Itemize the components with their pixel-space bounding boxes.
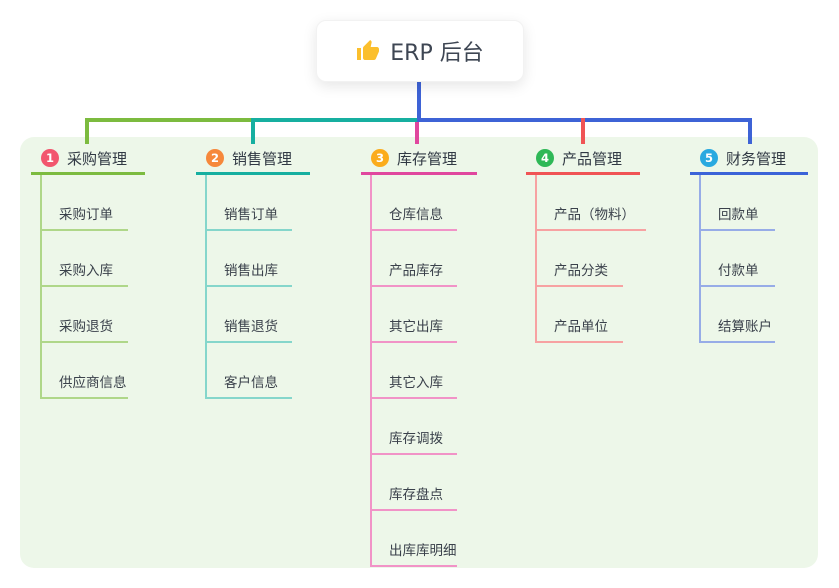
child-node-product-unit[interactable]: 产品单位 bbox=[537, 287, 623, 343]
root-connector-line bbox=[417, 82, 421, 120]
child-node-customer-info[interactable]: 客户信息 bbox=[207, 343, 292, 399]
branch-number-badge: 1 bbox=[41, 149, 59, 167]
child-node-other-inbound[interactable]: 其它入库 bbox=[372, 343, 457, 399]
branch-children-inventory: 仓库信息 产品库存 其它出库 其它入库 库存调拨 库存盘点 出库库明细 bbox=[370, 175, 457, 567]
child-node-receipt-order[interactable]: 回款单 bbox=[701, 175, 775, 231]
child-node-supplier-info[interactable]: 供应商信息 bbox=[42, 343, 128, 399]
branch-number-badge: 2 bbox=[206, 149, 224, 167]
thumbs-up-icon bbox=[357, 40, 380, 60]
child-node-other-outbound[interactable]: 其它出库 bbox=[372, 287, 457, 343]
branch-inventory: 3 库存管理 仓库信息 产品库存 其它出库 其它入库 库存调拨 库存盘点 出库库… bbox=[361, 144, 477, 567]
branch-children-product: 产品（物料） 产品分类 产品单位 bbox=[535, 175, 646, 343]
root-node-erp[interactable]: ERP 后台 bbox=[316, 20, 524, 82]
child-node-stock-count[interactable]: 库存盘点 bbox=[372, 455, 457, 511]
child-node-inout-detail[interactable]: 出库库明细 bbox=[372, 511, 457, 567]
connector-drop-purchase bbox=[85, 118, 89, 144]
branch-purchase: 1 采购管理 采购订单 采购入库 采购退货 供应商信息 bbox=[31, 144, 145, 399]
child-node-warehouse-info[interactable]: 仓库信息 bbox=[372, 175, 457, 231]
branch-title-label: 销售管理 bbox=[232, 149, 293, 168]
branch-title-label: 库存管理 bbox=[397, 149, 458, 168]
branches-panel bbox=[20, 137, 818, 568]
child-node-stock-transfer[interactable]: 库存调拨 bbox=[372, 399, 457, 455]
branch-sales: 2 销售管理 销售订单 销售出库 销售退货 客户信息 bbox=[196, 144, 310, 399]
branch-title-finance[interactable]: 5 财务管理 bbox=[690, 144, 808, 175]
branch-number-badge: 3 bbox=[371, 149, 389, 167]
connector-drop-finance bbox=[748, 118, 752, 144]
branch-title-purchase[interactable]: 1 采购管理 bbox=[31, 144, 145, 175]
child-node-product-category[interactable]: 产品分类 bbox=[537, 231, 623, 287]
branch-children-finance: 回款单 付款单 结算账户 bbox=[699, 175, 775, 343]
child-node-purchase-inbound[interactable]: 采购入库 bbox=[42, 231, 128, 287]
connector-segment-purchase bbox=[85, 118, 253, 122]
branch-title-label: 采购管理 bbox=[67, 149, 128, 168]
branch-finance: 5 财务管理 回款单 付款单 结算账户 bbox=[690, 144, 808, 343]
branch-title-inventory[interactable]: 3 库存管理 bbox=[361, 144, 477, 175]
child-node-purchase-order[interactable]: 采购订单 bbox=[42, 175, 128, 231]
branch-children-purchase: 采购订单 采购入库 采购退货 供应商信息 bbox=[40, 175, 128, 399]
connector-drop-product bbox=[581, 118, 585, 144]
branch-number-badge: 5 bbox=[700, 149, 718, 167]
child-node-payment-order[interactable]: 付款单 bbox=[701, 231, 775, 287]
child-node-product-stock[interactable]: 产品库存 bbox=[372, 231, 457, 287]
branch-product: 4 产品管理 产品（物料） 产品分类 产品单位 bbox=[526, 144, 646, 343]
branch-title-product[interactable]: 4 产品管理 bbox=[526, 144, 640, 175]
branch-number-badge: 4 bbox=[536, 149, 554, 167]
child-node-sales-outbound[interactable]: 销售出库 bbox=[207, 231, 292, 287]
child-node-settlement-account[interactable]: 结算账户 bbox=[701, 287, 775, 343]
connector-drop-inventory bbox=[415, 122, 419, 144]
branch-title-sales[interactable]: 2 销售管理 bbox=[196, 144, 310, 175]
child-node-product-material[interactable]: 产品（物料） bbox=[537, 175, 646, 231]
branch-children-sales: 销售订单 销售出库 销售退货 客户信息 bbox=[205, 175, 292, 399]
branch-title-label: 财务管理 bbox=[726, 149, 787, 168]
child-node-sales-order[interactable]: 销售订单 bbox=[207, 175, 292, 231]
child-node-sales-return[interactable]: 销售退货 bbox=[207, 287, 292, 343]
child-node-purchase-return[interactable]: 采购退货 bbox=[42, 287, 128, 343]
connector-segment-sales bbox=[253, 118, 417, 122]
connector-drop-sales bbox=[251, 118, 255, 144]
root-node-label: ERP 后台 bbox=[390, 41, 484, 66]
branch-title-label: 产品管理 bbox=[562, 149, 623, 168]
